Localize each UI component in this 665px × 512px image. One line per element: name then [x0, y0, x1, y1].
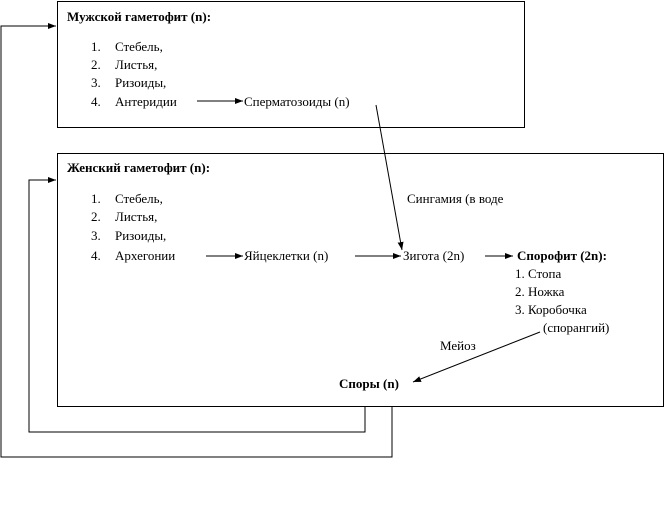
female-list-num-2: 2.: [91, 209, 101, 224]
sporophyte-to-spores-arrow: [412, 331, 541, 383]
spermatozoa-label: Сперматозоиды (n): [244, 94, 350, 109]
female-list-num-1: 1.: [91, 191, 101, 206]
sporophyte-part-3: 3. Коробочка: [515, 302, 587, 317]
sporophyte-part-1: 1. Стопа: [515, 266, 562, 281]
female-gametophyte-title: Женский гаметофит (n):: [67, 160, 211, 175]
sporophyte-part-note: (спорангий): [543, 320, 610, 335]
female-list-item-4: Архегонии: [115, 248, 176, 263]
meiosis-label: Мейоз: [440, 338, 476, 353]
female-list-num-4: 4.: [91, 248, 101, 263]
sporophyte-part-2: 2. Ножка: [515, 284, 565, 299]
spores-to-female-loop: [28, 177, 366, 433]
egg-cells-label: Яйцеклетки (n): [244, 248, 329, 263]
female-gametophyte-box: [57, 153, 664, 407]
female-list-item-1: Стебель,: [115, 191, 163, 206]
sporophyte-title: Спорофит (2n):: [517, 248, 607, 263]
female-list-item-2: Листья,: [115, 209, 158, 224]
spores-to-male-loop: [0, 23, 393, 458]
male-list-item-1: Стебель,: [115, 39, 163, 54]
male-list-item-3: Ризоиды,: [115, 75, 167, 90]
syngamy-label: Сингамия (в воде: [407, 191, 504, 206]
sperm-to-zygote-arrow: [375, 104, 404, 251]
male-list-num-2: 2.: [91, 57, 101, 72]
male-gametophyte-box: [57, 1, 525, 128]
male-list-item-4: Антеридии: [115, 94, 177, 109]
female-list-num-3: 3.: [91, 228, 101, 243]
male-list-item-2: Листья,: [115, 57, 158, 72]
male-list-num-1: 1.: [91, 39, 101, 54]
zygote-label: Зигота (2n): [403, 248, 465, 263]
female-list-item-3: Ризоиды,: [115, 228, 167, 243]
male-list-num-3: 3.: [91, 75, 101, 90]
male-list-num-4: 4.: [91, 94, 101, 109]
spores-label: Споры (n): [339, 376, 399, 391]
male-gametophyte-title: Мужской гаметофит (n):: [67, 9, 212, 24]
